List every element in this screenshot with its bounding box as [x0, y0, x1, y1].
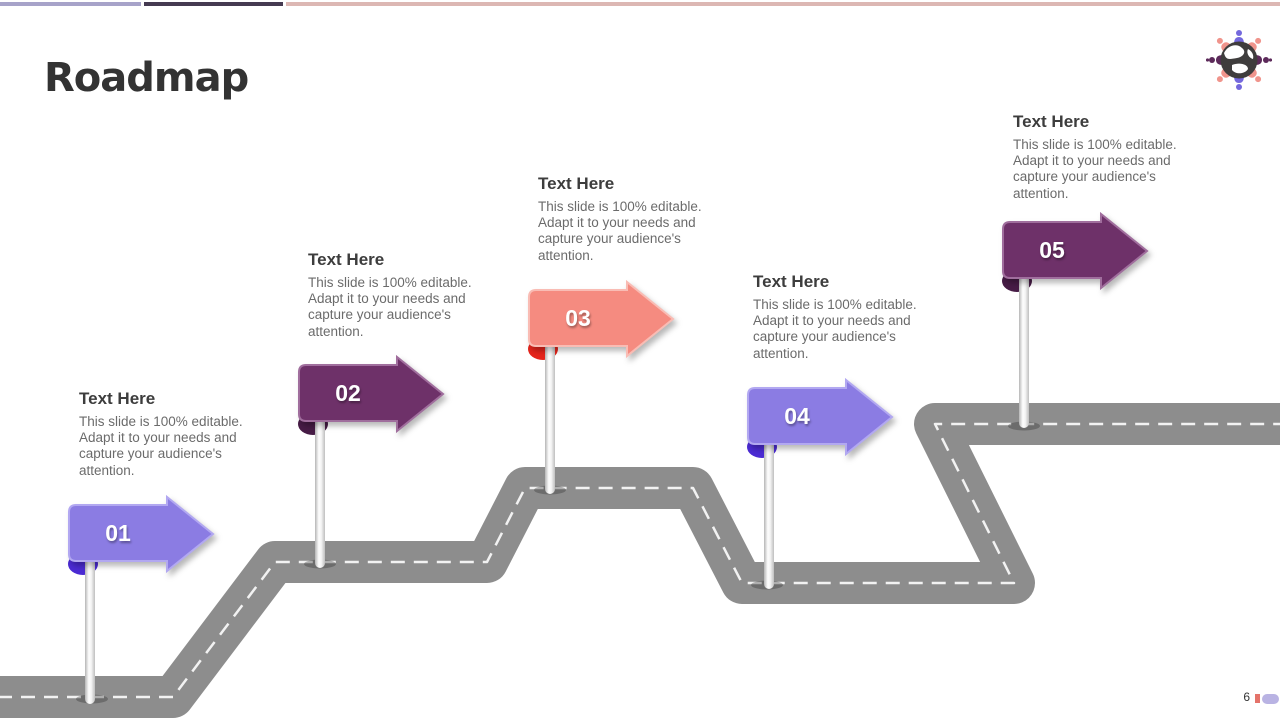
milestone-1-arrow-sign: 01: [68, 494, 218, 575]
milestone-3-signpost-pole: [545, 341, 555, 494]
topbar-segment-3: [286, 2, 1280, 6]
milestone-1-number: 01: [105, 519, 131, 546]
milestone-5-description: This slide is 100% editable. Adapt it to…: [1013, 137, 1177, 201]
milestone-5-heading: Text Here: [1013, 112, 1090, 131]
topbar-segment-1: [0, 2, 141, 6]
milestone-5-arrow-sign: 05: [1002, 211, 1152, 292]
milestone-2-signpost-pole: [315, 416, 325, 568]
milestone-1-description: This slide is 100% editable. Adapt it to…: [79, 414, 243, 478]
milestone-3-arrow-shape: [528, 279, 675, 359]
milestone-2-textblock: Text Here This slide is 100% editable. A…: [308, 250, 480, 340]
footer-accent-bar: [1262, 694, 1279, 704]
topbar-segment-2: [144, 2, 283, 6]
milestone-4-textblock: Text Here This slide is 100% editable. A…: [753, 272, 925, 362]
milestone-5-textblock: Text Here This slide is 100% editable. A…: [1013, 112, 1185, 202]
milestone-2-number: 02: [335, 379, 361, 406]
milestone-1-textblock: Text Here This slide is 100% editable. A…: [79, 389, 251, 479]
milestone-4-number: 04: [784, 402, 810, 429]
globe-people-logo-icon: [1206, 30, 1272, 90]
milestone-4-signpost-pole: [764, 439, 774, 589]
footer-accent-tick: [1255, 694, 1260, 703]
milestone-3-heading: Text Here: [538, 174, 615, 193]
milestone-4-arrow-sign: 04: [747, 377, 897, 458]
milestone-2-arrow-sign: 02: [298, 354, 448, 435]
milestone-3-textblock: Text Here This slide is 100% editable. A…: [538, 174, 710, 264]
milestone-4-description: This slide is 100% editable. Adapt it to…: [753, 297, 917, 361]
globe-icon: [1220, 41, 1258, 79]
page-title: Roadmap: [44, 54, 249, 101]
milestone-1-heading: Text Here: [79, 389, 156, 408]
milestone-5-arrow-shape: [1002, 211, 1149, 291]
milestone-3-description: This slide is 100% editable. Adapt it to…: [538, 199, 702, 263]
milestone-5-signpost-pole: [1019, 273, 1029, 428]
milestone-2-heading: Text Here: [308, 250, 385, 269]
milestone-1-signpost-pole: [85, 556, 95, 704]
milestone-5-number: 05: [1039, 236, 1065, 263]
milestone-3-number: 03: [565, 304, 591, 331]
page-number: 6: [1243, 690, 1250, 704]
milestone-3-arrow-sign: 03: [528, 279, 678, 360]
milestone-4-heading: Text Here: [753, 272, 830, 291]
milestone-2-description: This slide is 100% editable. Adapt it to…: [308, 275, 472, 339]
